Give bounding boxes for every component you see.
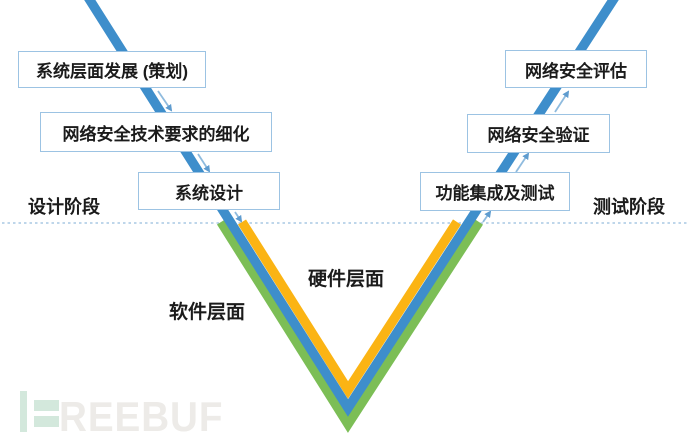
v-stroke-software-green xyxy=(216,219,483,433)
connector-arrow-right-1 xyxy=(554,90,570,113)
v-stroke-hardware-yellow xyxy=(237,219,461,399)
box-functional-integration-testing: 功能集成及测试 xyxy=(420,172,570,211)
box-cybersecurity-requirements-refinement: 网络安全技术要求的细化 xyxy=(40,112,272,152)
freebuf-watermark-text: REEBUF xyxy=(59,393,224,439)
box-system-level-development: 系统层面发展 (策划) xyxy=(18,51,206,88)
box-system-design: 系统设计 xyxy=(138,172,280,210)
box-cybersecurity-verification: 网络安全验证 xyxy=(467,114,610,153)
freebuf-logo-f-top-icon xyxy=(34,400,59,411)
connector-arrow-left-2 xyxy=(197,153,211,173)
freebuf-logo-bar-icon xyxy=(20,391,27,432)
connector-arrow-right-3 xyxy=(482,210,492,223)
box-cybersecurity-assessment: 网络安全评估 xyxy=(505,50,647,88)
connector-arrow-right-2 xyxy=(515,152,530,173)
freebuf-logo-f-mid-icon xyxy=(34,416,59,427)
test-phase-label: 测试阶段 xyxy=(593,197,665,217)
connector-arrow-left-3 xyxy=(234,211,243,223)
software-layer-label: 软件层面 xyxy=(169,302,246,323)
hardware-layer-label: 硬件层面 xyxy=(308,269,385,290)
design-phase-label: 设计阶段 xyxy=(28,197,100,217)
connector-arrow-left-1 xyxy=(157,90,173,112)
